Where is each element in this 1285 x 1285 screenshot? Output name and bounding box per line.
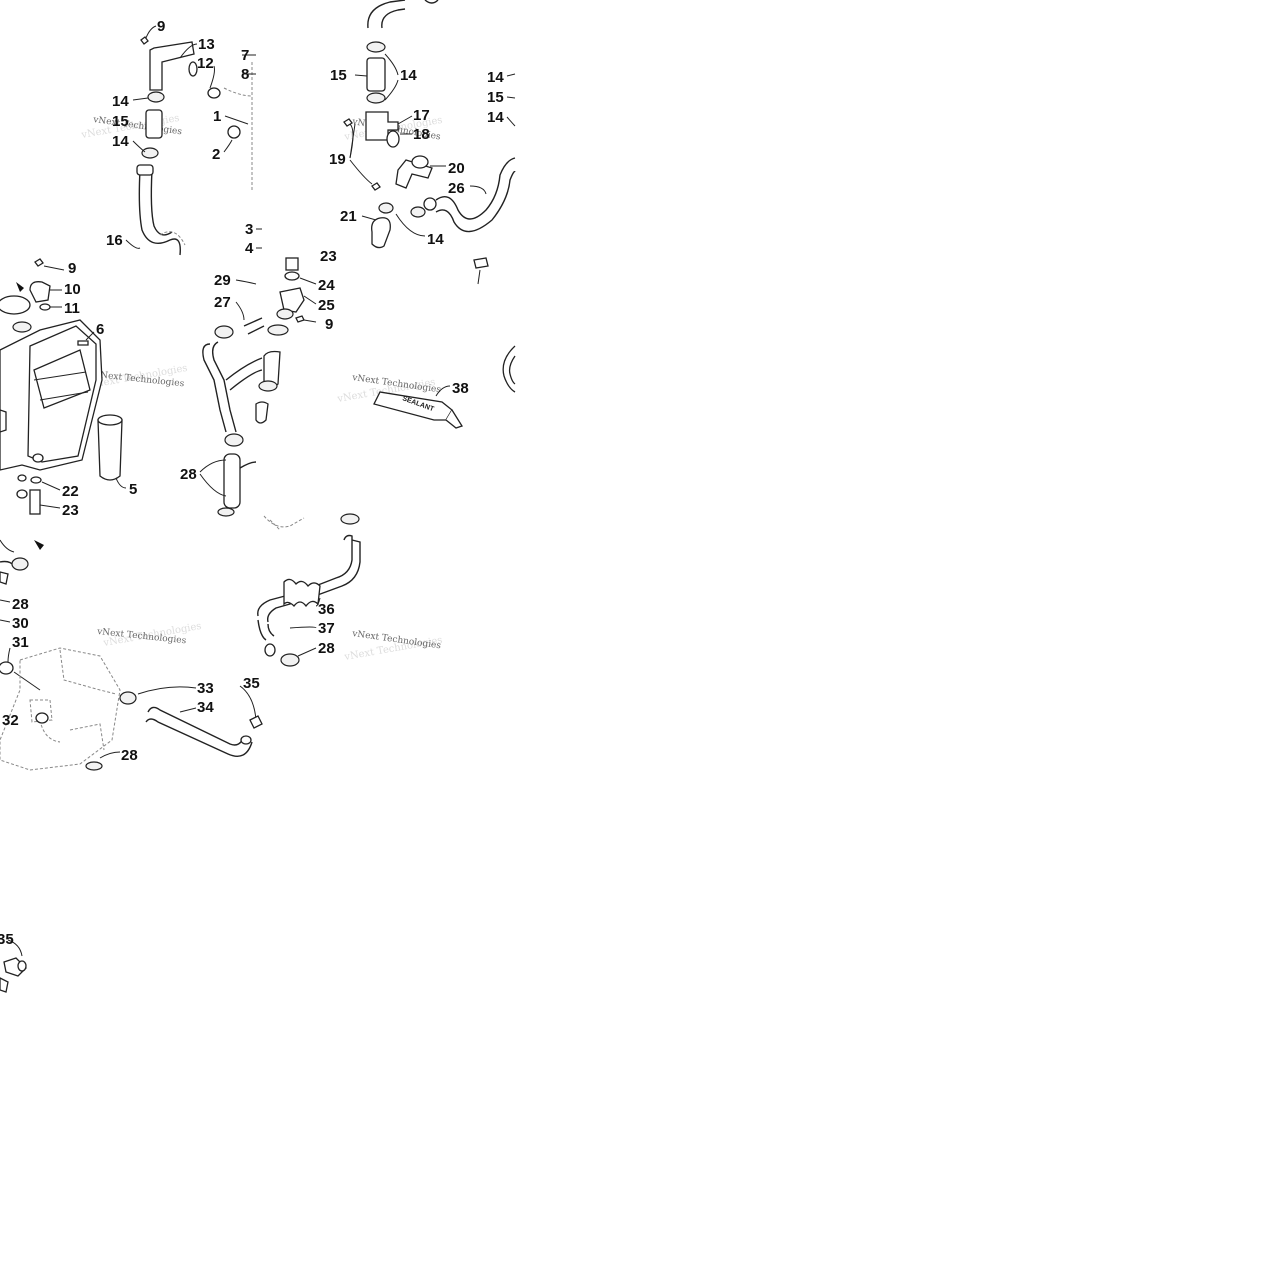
callout-26: 26 <box>448 180 465 197</box>
callout-1: 1 <box>213 108 221 125</box>
callout-23: 23 <box>320 248 337 265</box>
cap-icon <box>0 295 31 315</box>
callout-15: 15 <box>330 67 347 84</box>
callout-29: 29 <box>214 272 231 289</box>
callout-31: 31 <box>12 634 29 651</box>
callout-27: 27 <box>214 294 231 311</box>
corrugated-hose-icon <box>283 578 321 608</box>
callout-23: 23 <box>62 502 79 519</box>
callout-20: 20 <box>448 160 465 177</box>
tee-fitting-icon <box>365 111 399 141</box>
panel-bottom-left: vNext Technologies vNext Technologies 28 <box>0 539 263 771</box>
clamp-icon <box>85 761 103 771</box>
clamp-icon <box>141 147 159 159</box>
screw-icon <box>371 182 381 191</box>
callout-14: 14 <box>112 93 129 110</box>
panel-far-bottom: 35 <box>0 931 27 993</box>
drain-tube-icon <box>29 489 41 515</box>
callout-14: 14 <box>112 133 129 150</box>
hose-section-icon <box>223 453 241 509</box>
callout-38: 38 <box>452 380 469 397</box>
callout-13: 13 <box>198 36 215 53</box>
tube-icon <box>285 257 299 271</box>
callout-19: 19 <box>329 151 346 168</box>
callout-30: 30 <box>12 615 29 632</box>
panel-middle-center: 3 4 23 29 24 27 25 9 28 <box>180 221 337 517</box>
clamp-icon <box>366 41 386 53</box>
panel-middle-right: vNext Technologies vNext Technologies SE… <box>336 257 516 429</box>
callout-14: 14 <box>427 231 444 248</box>
panel-bottom-center: vNext Technologies vNext Technologies 36… <box>257 513 443 667</box>
callout-8: 8 <box>241 66 249 83</box>
housing-outline-icon <box>0 647 121 771</box>
panel-middle-left: vNext Technologies vNext Technologies <box>0 258 188 519</box>
o-ring-icon <box>207 87 221 99</box>
callout-6: 6 <box>96 321 104 338</box>
bracket-icon <box>473 257 489 269</box>
callout-32: 32 <box>2 712 19 729</box>
filler-neck-icon <box>29 281 51 303</box>
hose-section-icon <box>366 57 386 92</box>
callout-16: 16 <box>106 232 123 249</box>
callout-14: 14 <box>487 69 504 86</box>
callout-35: 35 <box>0 931 14 948</box>
callout-14: 14 <box>400 67 417 84</box>
callout-35: 35 <box>243 675 260 692</box>
callout-21: 21 <box>340 208 357 225</box>
screw-icon <box>140 36 149 45</box>
callout-4: 4 <box>245 240 254 257</box>
callout-9: 9 <box>157 18 165 35</box>
callout-12: 12 <box>197 55 214 72</box>
elbow-fitting-icon <box>279 287 305 313</box>
callout-37: 37 <box>318 620 335 637</box>
callout-28: 28 <box>121 747 138 764</box>
callout-9: 9 <box>68 260 76 277</box>
callout-11: 11 <box>64 300 80 317</box>
hose-section-icon <box>145 109 163 139</box>
clamp-icon <box>340 513 360 525</box>
screw-icon <box>34 258 44 267</box>
callout-25: 25 <box>318 297 335 314</box>
callout-7: 7 <box>241 47 249 64</box>
clamp-icon <box>280 653 300 667</box>
callout-18: 18 <box>413 126 430 143</box>
callout-15: 15 <box>112 113 129 130</box>
callout-34: 34 <box>197 699 214 716</box>
callout-15: 15 <box>487 89 504 106</box>
callout-5: 5 <box>129 481 137 498</box>
callout-28: 28 <box>318 640 335 657</box>
callout-9: 9 <box>325 316 333 333</box>
clamp-icon <box>11 557 29 571</box>
panel-top-right: vNext Technologies vNext Technologies <box>329 0 516 249</box>
clamp-icon <box>119 691 137 705</box>
callout-36: 36 <box>318 601 335 618</box>
callout-22: 22 <box>62 483 79 500</box>
screw-icon <box>295 315 305 323</box>
clamp-icon <box>147 91 165 103</box>
clamp-icon <box>214 325 234 339</box>
clamp-icon <box>224 433 244 447</box>
coupler-icon <box>371 217 391 249</box>
screw-icon <box>343 118 353 127</box>
callout-17: 17 <box>413 107 430 124</box>
plug-icon <box>0 661 14 675</box>
panel-top-left: vNext Technologies vNext Technologies <box>80 18 256 256</box>
callout-28: 28 <box>12 596 29 613</box>
callout-3: 3 <box>245 221 253 238</box>
grommet-icon <box>227 125 241 139</box>
clamp-icon <box>366 92 386 104</box>
callout-28: 28 <box>180 466 197 483</box>
callout-14: 14 <box>487 109 504 126</box>
callout-24: 24 <box>318 277 335 294</box>
callout-2: 2 <box>212 146 220 163</box>
callout-10: 10 <box>64 281 81 298</box>
callout-33: 33 <box>197 680 214 697</box>
bolt-icon <box>77 340 89 346</box>
